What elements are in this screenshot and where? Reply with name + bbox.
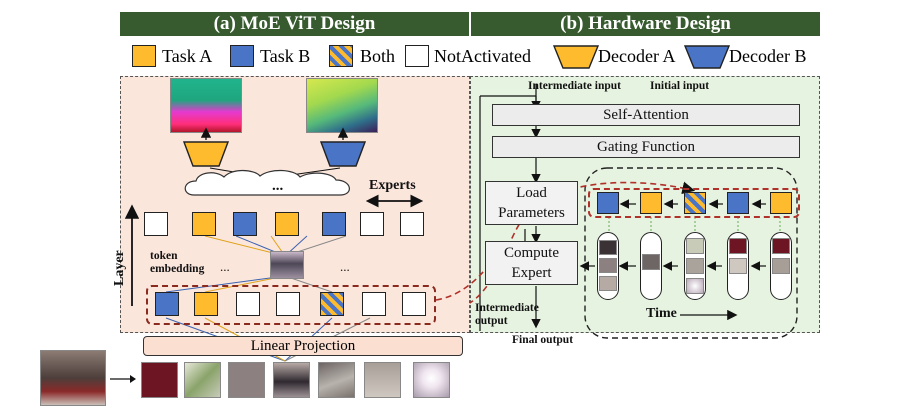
legend-task-a-swatch bbox=[132, 45, 156, 67]
patch-token-2 bbox=[194, 292, 218, 316]
time-slot-3-image-a bbox=[686, 238, 704, 254]
final-output-label: Final output bbox=[512, 334, 574, 346]
expert-7 bbox=[400, 212, 424, 236]
patch-7-image bbox=[413, 362, 450, 398]
scheduled-token-2 bbox=[640, 192, 662, 214]
intermediate-output-label: Intermediate output bbox=[475, 302, 539, 327]
patch-2-image bbox=[184, 362, 221, 398]
legend-decoder-a-label: Decoder A bbox=[598, 46, 676, 66]
moe-vit-connections bbox=[124, 127, 424, 362]
time-slot-3-image-b bbox=[686, 258, 704, 274]
legend-both-label: Both bbox=[360, 46, 396, 66]
embedding-ellipsis-left: ... bbox=[220, 259, 230, 274]
patch-token-3 bbox=[236, 292, 260, 316]
patch-token-4 bbox=[276, 292, 300, 316]
legend-not-activated-label: NotActivated bbox=[434, 46, 531, 66]
patch-token-6 bbox=[362, 292, 386, 316]
patch-token-group bbox=[146, 285, 436, 325]
token-embedding-image bbox=[270, 251, 304, 279]
legend-task-b-label: Task B bbox=[260, 46, 311, 66]
time-slot-4-image-b bbox=[729, 258, 747, 274]
time-slot-1-image-b bbox=[599, 258, 617, 273]
patch-6-image bbox=[364, 362, 401, 398]
patch-token-5 bbox=[320, 292, 344, 316]
expert-1 bbox=[144, 212, 168, 236]
time-label: Time bbox=[646, 306, 677, 321]
intermediate-input-label: Intermediate input bbox=[528, 80, 621, 92]
decoder-b-icon bbox=[320, 141, 366, 167]
experts-label: Experts bbox=[369, 178, 416, 193]
header-hardware-design: (b) Hardware Design bbox=[471, 12, 820, 36]
decoder-b-output-image bbox=[306, 78, 378, 133]
patch-3-image bbox=[228, 362, 265, 398]
legend-both-swatch bbox=[329, 45, 353, 67]
embedding-ellipsis-right: ... bbox=[340, 259, 350, 274]
experts-cloud-icon bbox=[184, 169, 350, 196]
layer-label: Layer bbox=[112, 250, 127, 286]
expert-4 bbox=[275, 212, 299, 236]
patch-1-image bbox=[141, 362, 178, 398]
legend-not-activated-swatch bbox=[405, 45, 429, 67]
decoder-a-icon bbox=[183, 141, 229, 167]
input-image bbox=[40, 350, 106, 406]
time-slot-2-image-a bbox=[642, 254, 660, 270]
input-arrow-icon bbox=[110, 375, 136, 383]
compute-expert-block: Compute Expert bbox=[485, 241, 578, 285]
patch-token-7 bbox=[402, 292, 426, 316]
initial-input-label: Initial input bbox=[650, 80, 710, 92]
time-slot-5-image-a bbox=[772, 238, 790, 254]
scheduled-token-1 bbox=[597, 192, 619, 214]
linear-projection-box bbox=[143, 336, 463, 356]
patch-5-image bbox=[318, 362, 355, 398]
header-moe-vit-design: (a) MoE ViT Design bbox=[120, 12, 469, 36]
cloud-dots: ... bbox=[272, 178, 284, 194]
time-slot-1-image-a bbox=[599, 240, 617, 255]
legend-decoder-b-label: Decoder B bbox=[729, 46, 807, 66]
scheduled-token-group bbox=[588, 188, 800, 218]
time-slot-1-image-c bbox=[599, 276, 617, 291]
expert-5 bbox=[322, 212, 346, 236]
scheduled-token-3 bbox=[684, 192, 706, 214]
expert-2 bbox=[192, 212, 216, 236]
self-attention-block: Self-Attention bbox=[492, 104, 800, 126]
patch-token-1 bbox=[155, 292, 179, 316]
gating-function-block: Gating Function bbox=[492, 136, 800, 158]
token-embedding-label: token embedding bbox=[150, 250, 205, 275]
time-slot-5-image-b bbox=[772, 258, 790, 274]
patch-4-image bbox=[273, 362, 310, 398]
scheduled-token-4 bbox=[727, 192, 749, 214]
load-parameters-block: Load Parameters bbox=[485, 181, 578, 225]
legend-task-b-swatch bbox=[230, 45, 254, 67]
time-slot-3-image-c bbox=[686, 278, 704, 294]
scheduled-token-5 bbox=[770, 192, 792, 214]
legend-decoder-a-icon bbox=[553, 45, 599, 69]
legend-decoder-b-icon bbox=[684, 45, 730, 69]
expert-3 bbox=[233, 212, 257, 236]
linear-projection-label: Linear Projection bbox=[250, 338, 356, 354]
legend-task-a-label: Task A bbox=[162, 46, 213, 66]
time-slot-4-image-a bbox=[729, 238, 747, 254]
expert-6 bbox=[360, 212, 384, 236]
